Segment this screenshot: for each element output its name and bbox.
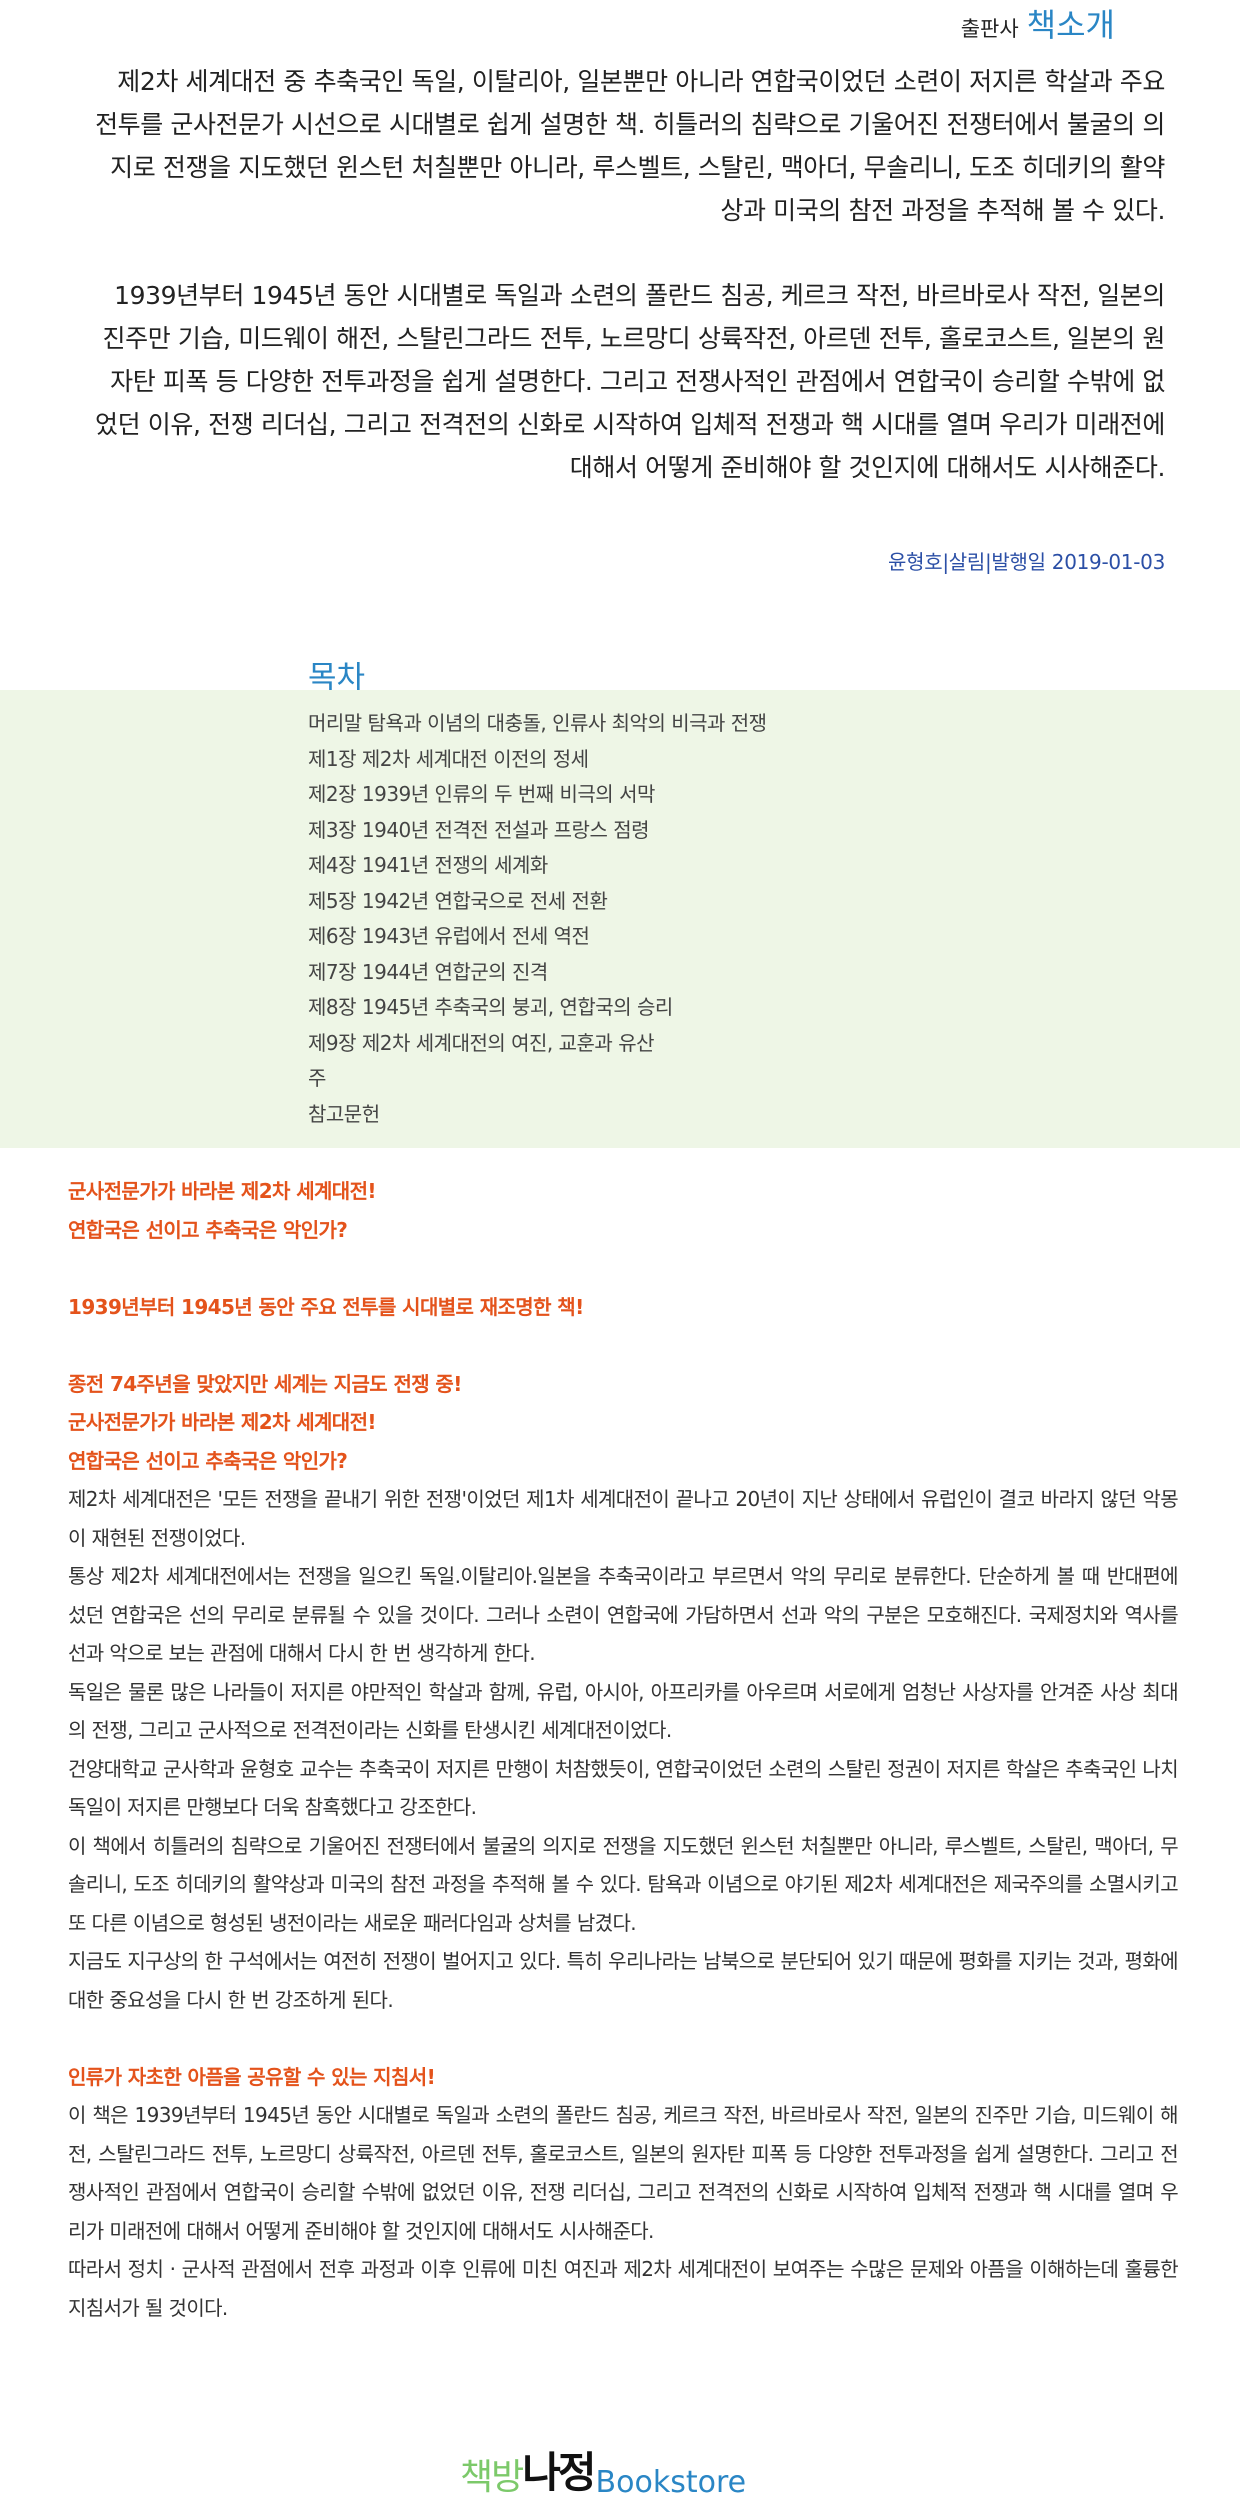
logo-korean-part2: 나정 <box>522 2448 596 2497</box>
review-paragraph: 독일은 물론 많은 나라들이 저지른 야만적인 학살과 함께, 유럽, 아시아,… <box>68 1679 1179 1743</box>
review-highlight: 종전 74주년을 맞았지만 세계는 지금도 전쟁 중! <box>68 1371 462 1396</box>
spacer <box>68 1249 1178 1288</box>
toc-item: 제6장 1943년 유럽에서 전세 역전 <box>308 924 590 948</box>
toc-list: 머리말 탐욕과 이념의 대충돌, 인류사 최악의 비극과 전쟁 제1장 제2차 … <box>308 706 767 1132</box>
toc-item: 제4장 1941년 전쟁의 세계화 <box>308 853 548 877</box>
review-highlight: 연합국은 선이고 추축국은 악인가? <box>68 1217 348 1242</box>
toc-item: 머리말 탐욕과 이념의 대충돌, 인류사 최악의 비극과 전쟁 <box>308 711 767 735</box>
toc-section: 머리말 탐욕과 이념의 대충돌, 인류사 최악의 비극과 전쟁 제1장 제2차 … <box>0 690 1240 1148</box>
intro-paragraph: 1939년부터 1945년 동안 시대별로 독일과 소련의 폴란드 침공, 케르… <box>95 281 1165 482</box>
review-paragraph: 건양대학교 군사학과 윤형호 교수는 추축국이 저지른 만행이 처참했듯이, 연… <box>68 1756 1179 1820</box>
publisher-label: 출판사 <box>960 17 1019 41</box>
toc-item: 주 <box>308 1066 326 1090</box>
toc-item: 제5장 1942년 연합국으로 전세 전환 <box>308 888 608 913</box>
review-paragraph: 따라서 정치 · 군사적 관점에서 전후 과정과 이후 인류에 미친 여진과 제… <box>68 2257 1179 2320</box>
logo-english: Bookstore <box>595 2465 747 2500</box>
review-paragraph: 지금도 지구상의 한 구석에서는 여전히 전쟁이 벌어지고 있다. 특히 우리나… <box>68 1949 1179 2012</box>
review-paragraph: 통상 제2차 세계대전에서는 전쟁을 일으킨 독일.이탈리아.일본을 추축국이라… <box>68 1564 1179 1665</box>
toc-item: 제2장 1939년 인류의 두 번째 비극의 서막 <box>308 782 655 806</box>
toc-item: 제3장 1940년 전격전 전설과 프랑스 점령 <box>308 817 650 842</box>
review-paragraph: 이 책에서 히틀러의 침략으로 기울어진 전쟁터에서 불굴의 의지로 전쟁을 지… <box>68 1833 1179 1935</box>
review-highlight: 1939년부터 1945년 동안 주요 전투를 시대별로 재조명한 책! <box>68 1294 584 1319</box>
publisher-heading: 출판사 책소개 <box>960 0 1115 44</box>
spacer <box>68 1326 1178 1365</box>
toc-item: 참고문헌 <box>308 1101 380 1126</box>
review-paragraph: 이 책은 1939년부터 1945년 동안 시대별로 독일과 소련의 폴란드 침… <box>68 2103 1179 2243</box>
intro-paragraph: 제2차 세계대전 중 추축국인 독일, 이탈리아, 일본뿐만 아니라 연합국이었… <box>95 67 1165 225</box>
spacer <box>68 2019 1178 2058</box>
toc-item: 제7장 1944년 연합군의 진격 <box>308 959 548 984</box>
book-introduction: 제2차 세계대전 중 추축국인 독일, 이탈리아, 일본뿐만 아니라 연합국이었… <box>90 60 1165 531</box>
review-highlight: 연합국은 선이고 추축국은 악인가? <box>68 1448 348 1473</box>
book-meta: 윤형호|살림|발행일 2019-01-03 <box>888 550 1165 574</box>
review-paragraph: 제2차 세계대전은 '모든 전쟁을 끝내기 위한 전쟁'이었던 제1차 세계대전… <box>68 1487 1179 1550</box>
review-highlight: 인류가 자초한 아픔을 공유할 수 있는 지침서! <box>68 2064 436 2089</box>
toc-item: 제1장 제2차 세계대전 이전의 정세 <box>308 746 589 771</box>
toc-item: 제9장 제2차 세계대전의 여진, 교훈과 유산 <box>308 1030 654 1055</box>
logo-korean-part1: 책방 <box>460 2457 524 2498</box>
bookstore-logo: 책방 나정 Bookstore <box>460 2440 746 2500</box>
publisher-review: 군사전문가가 바라본 제2차 세계대전! 연합국은 선이고 추축국은 악인가? … <box>68 1172 1179 2327</box>
toc-item: 제8장 1945년 추축국의 붕괴, 연합국의 승리 <box>308 995 673 1019</box>
review-highlight: 군사전문가가 바라본 제2차 세계대전! <box>68 1410 377 1434</box>
section-title: 책소개 <box>1026 6 1115 44</box>
review-highlight: 군사전문가가 바라본 제2차 세계대전! <box>68 1179 377 1203</box>
